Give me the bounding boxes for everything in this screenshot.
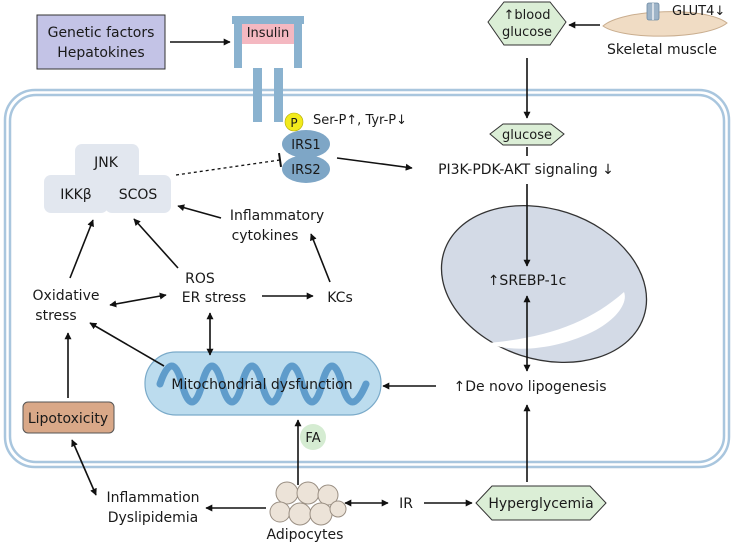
arrow-oxidative-to-kinases [69, 219, 94, 279]
adipocyte-cluster: Adipocytes [267, 481, 347, 543]
srebp-label: ↑SREBP-1c [488, 273, 567, 289]
glucose-label: glucose [502, 128, 552, 143]
hyperglycemia-node: Hyperglycemia [475, 485, 607, 521]
blood-glucose-node: ↑blood glucose [487, 1, 567, 46]
glucose-node: glucose [489, 123, 565, 146]
irs2-label: IRS2 [291, 163, 320, 178]
nucleus-highlight [487, 292, 625, 349]
arrow-inflammation-lipotoxicity-bidirectional [71, 439, 97, 496]
arrow-kcs-to-cytokines [310, 233, 331, 283]
pi3k-label: PI3K-PDK-AKT signaling ↓ [438, 162, 614, 178]
lipotoxicity-label: Lipotoxicity [28, 411, 108, 427]
kinase-cluster: JNK IKKβ SCOS [44, 144, 171, 213]
inhibition-kinases-to-irs [175, 152, 282, 176]
fa-node: FA [300, 424, 326, 450]
mitochondrion: Mitochondrial dysfunction [144, 351, 382, 416]
skeletal-muscle-label: Skeletal muscle [607, 42, 717, 58]
phosphate-circle [284, 112, 304, 132]
oxidative-stress-line1: Oxidative [33, 288, 100, 304]
ikkb-box [44, 175, 108, 213]
genetic-factors-box: Genetic factors Hepatokines [36, 14, 166, 70]
kcs-label: KCs [327, 290, 352, 306]
fa-label: FA [305, 431, 320, 446]
blood-glucose-line2: glucose [502, 25, 552, 40]
oxidative-stress-line2: stress [35, 308, 76, 324]
glut4-label: GLUT4↓ [672, 4, 725, 19]
mito-label: Mitochondrial dysfunction [171, 377, 352, 393]
irs-proteins: IRS1 IRS2 P Ser-P↑, Tyr-P↓ [282, 112, 407, 183]
lipotoxicity-box: Lipotoxicity [22, 401, 115, 434]
hyperglycemia-label: Hyperglycemia [488, 496, 593, 512]
arrow-oxidative-ros-bidirectional [109, 292, 167, 308]
inflammatory-cytokines-line2: cytokines [232, 228, 299, 244]
arrow-irs-to-pi3k [336, 157, 413, 171]
scos-label: SCOS [119, 187, 158, 203]
arrow-cytokines-to-kinases [177, 204, 222, 219]
de-novo-label: ↑De novo lipogenesis [453, 379, 606, 395]
skeletal-muscle: GLUT4↓ Skeletal muscle [602, 2, 728, 58]
cell-membrane-inner [8, 93, 726, 464]
muscle-shape [602, 11, 728, 37]
blood-glucose-line1: ↑blood [504, 8, 551, 23]
phospho-status: Ser-P↑, Tyr-P↓ [313, 113, 407, 128]
jnk-box [75, 144, 139, 180]
insulin-label: Insulin [247, 26, 290, 41]
mitochondrion-cristae [156, 362, 370, 406]
dyslipidemia-label: Dyslipidemia [108, 510, 199, 526]
scos-box [105, 175, 171, 213]
irs1-label: IRS1 [291, 138, 320, 153]
cell-membrane-outer [3, 88, 731, 469]
er-stress-label: ER stress [182, 290, 246, 306]
ir-label: IR [399, 496, 413, 512]
arrow-mito-to-oxidative [89, 322, 165, 367]
hepatokines-text: Hepatokines [57, 45, 144, 61]
ikkb-label: IKKβ [60, 187, 91, 203]
adipocytes-label: Adipocytes [267, 527, 344, 543]
nucleus: ↑SREBP-1c [440, 204, 648, 364]
irs2-shape [282, 155, 330, 183]
irs1-shape [282, 130, 330, 158]
genetic-factors-text: Genetic factors [48, 25, 155, 41]
phosphate-label: P [290, 116, 297, 130]
jnk-label: JNK [93, 155, 119, 171]
insulin-receptor: Insulin [232, 16, 304, 122]
inflammation-label: Inflammation [106, 490, 199, 506]
ros-label: ROS [185, 271, 215, 287]
inflammatory-cytokines-line1: Inflammatory [230, 208, 324, 224]
arrow-ros-to-kinases [133, 218, 179, 269]
